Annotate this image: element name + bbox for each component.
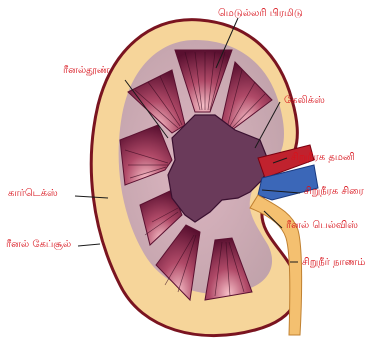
- label-renal-artery: சிறுநீரக தமனி: [291, 152, 355, 163]
- label-renal-column: ரீனல்தூண்: [63, 65, 110, 76]
- label-medullary-pyramid: மெடுல்லரி பிரமிடு: [218, 8, 303, 19]
- label-renal-vein: சிறுநீரக சிரை: [304, 186, 365, 197]
- label-ureter: சிறுநீர் நாணம்: [302, 257, 365, 268]
- label-calyx: கேலிக்ஸ்: [284, 95, 325, 106]
- label-cortex: கார்டெக்ஸ்: [8, 188, 58, 199]
- label-renal-pelvis: ரீனல் பெல்விஸ்: [286, 220, 358, 231]
- label-renal-capsule: ரீனல் கேப்சூல்: [6, 239, 71, 250]
